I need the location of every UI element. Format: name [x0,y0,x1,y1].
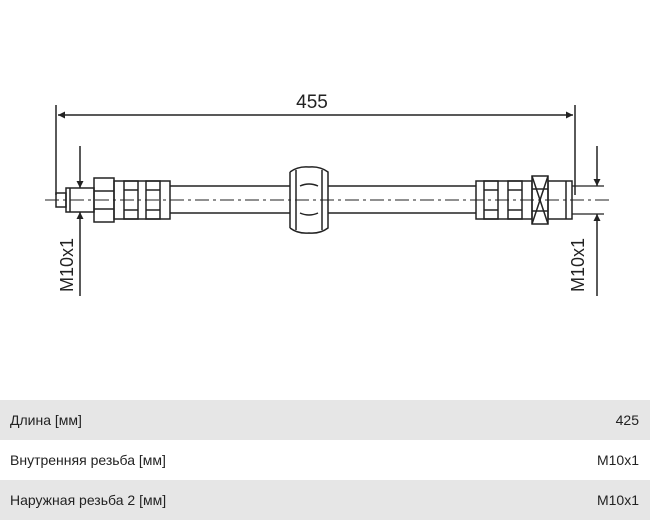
left-thread-dimension: M10x1 [57,146,84,296]
spec-row-length: Длина [мм] 425 [0,400,650,440]
spec-label: Наружная резьба 2 [мм] [10,492,167,508]
right-fitting [475,175,573,225]
spec-value: 425 [615,412,639,428]
spec-label: Внутренняя резьба [мм] [10,452,166,468]
spec-label: Длина [мм] [10,412,82,428]
spec-value: M10x1 [596,452,639,468]
left-thread-label: M10x1 [57,238,77,292]
hose-tube [170,185,476,214]
overall-length-dimension: 455 [55,92,576,195]
right-thread-dimension: M10x1 [568,146,604,296]
spec-row-external-thread: Наружная резьба 2 [мм] M10x1 [0,480,650,520]
spec-table: Длина [мм] 425 Внутренняя резьба [мм] M1… [0,400,650,520]
overall-length-label: 455 [296,92,328,113]
brake-hose-drawing: 455 [45,92,610,296]
center-bracket [289,166,329,234]
spec-row-internal-thread: Внутренняя резьба [мм] M10x1 [0,440,650,480]
spec-value: M10x1 [596,492,639,508]
right-thread-label: M10x1 [568,238,588,292]
